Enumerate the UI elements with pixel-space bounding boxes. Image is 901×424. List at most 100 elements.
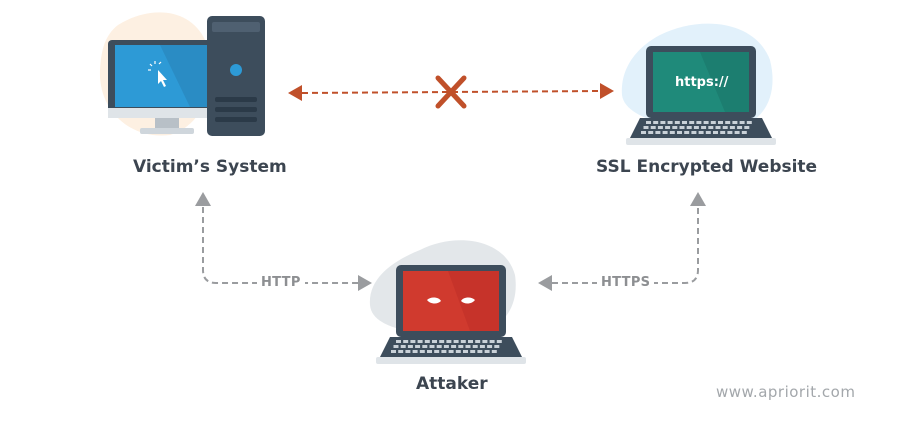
keyboard-key (689, 121, 695, 124)
keyboard-key (491, 350, 497, 353)
keyboard-key (679, 126, 685, 129)
keyboard-key (434, 350, 440, 353)
keyboard-key (475, 340, 481, 343)
keyboard-key (393, 345, 399, 348)
desktop-computer-icon (108, 16, 265, 136)
keyboard-key (451, 345, 457, 348)
keyboard-key (739, 121, 745, 124)
keyboard-key (701, 126, 707, 129)
keyboard-key (494, 345, 500, 348)
keyboard-key (470, 350, 476, 353)
keyboard-key (496, 340, 502, 343)
keyboard-key (682, 121, 687, 124)
keyboard-key (460, 340, 466, 343)
http-connection (195, 192, 372, 291)
keyboard-key (746, 121, 752, 124)
keyboard-key (657, 126, 663, 129)
keyboard-key (725, 121, 731, 124)
keyboard-key (482, 340, 488, 343)
keyboard-key (662, 131, 668, 134)
keyboard-key (720, 131, 726, 134)
keyboard-key (665, 126, 671, 129)
keyboard-key (407, 345, 413, 348)
keyboard-key (410, 340, 416, 343)
keyboard-key (472, 345, 478, 348)
arrowhead-up-icon (195, 192, 211, 206)
keyboard-key (479, 345, 485, 348)
attacker-laptop-icon (376, 265, 526, 364)
keyboard-key (429, 345, 435, 348)
keyboard-key (436, 345, 442, 348)
monitor-base (140, 128, 194, 134)
keyboard-key (744, 126, 750, 129)
keyboard-key (412, 350, 418, 353)
keyboard-key (648, 131, 654, 134)
keyboard-key (417, 340, 423, 343)
keyboard-key (455, 350, 461, 353)
keyboard-key (405, 350, 411, 353)
keyboard-key (453, 340, 459, 343)
arrowhead-right-icon (358, 275, 372, 291)
keyboard-key (422, 345, 428, 348)
keyboard-key (641, 131, 646, 134)
keyboard-key (727, 131, 733, 134)
keyboard-key (403, 340, 409, 343)
arrowhead-left-icon (288, 85, 302, 101)
keyboard-key (741, 131, 747, 134)
keyboard-key (427, 350, 432, 353)
keyboard-key (424, 340, 430, 343)
keyboard-key (713, 131, 718, 134)
keyboard-key (708, 126, 714, 129)
website-screen-url: https:// (675, 75, 729, 90)
keyboard-key (432, 340, 437, 343)
arrowhead-right-icon (600, 83, 614, 99)
keyboard-key (419, 350, 425, 353)
keyboard-key (400, 345, 406, 348)
keyboard-key (677, 131, 682, 134)
monitor-stand (155, 118, 179, 128)
keyboard-key (477, 350, 483, 353)
monitor-bezel (108, 108, 225, 118)
keyboard-key (391, 350, 396, 353)
pc-tower-icon (207, 16, 265, 136)
keyboard-key (484, 350, 490, 353)
keyboard-key (703, 121, 709, 124)
website-label: SSL Encrypted Website (596, 157, 818, 177)
keyboard-key (396, 340, 401, 343)
keyboard-key (734, 131, 740, 134)
keyboard-key (718, 121, 723, 124)
http-label: HTTP (257, 275, 305, 290)
keyboard-key (669, 131, 675, 134)
evil-eyes-icon (427, 297, 475, 304)
keyboard-key (705, 131, 711, 134)
keyboard-key (448, 350, 454, 353)
mouse-cursor-icon (148, 61, 167, 87)
keyboard-key (415, 345, 421, 348)
blocked-connection (288, 75, 614, 109)
keyboard-key (439, 340, 445, 343)
keyboard-key (686, 126, 692, 129)
attacker-label: Attaker (416, 374, 488, 394)
keyboard-key (646, 121, 651, 124)
keyboard-key (698, 131, 704, 134)
keyboard-key (732, 121, 738, 124)
victim-label: Victim’s System (133, 157, 287, 177)
keyboard-key (653, 121, 659, 124)
https-label: HTTPS (597, 275, 655, 290)
keyboard-key (643, 126, 649, 129)
keyboard-key (441, 350, 447, 353)
power-button-icon (230, 64, 242, 76)
keyboard-key (489, 340, 495, 343)
https-connection (538, 192, 706, 291)
keyboard-key (446, 340, 452, 343)
arrowhead-up-icon (690, 192, 706, 206)
keyboard-key (398, 350, 404, 353)
keyboard-key (737, 126, 743, 129)
blocked-x-icon (435, 75, 467, 109)
arrowhead-left-icon (538, 275, 552, 291)
watermark: www.apriorit.com (716, 383, 856, 401)
keyboard-key (655, 131, 661, 134)
keyboard-key (672, 126, 678, 129)
keyboard-key (463, 350, 468, 353)
website-laptop-icon (626, 46, 776, 145)
